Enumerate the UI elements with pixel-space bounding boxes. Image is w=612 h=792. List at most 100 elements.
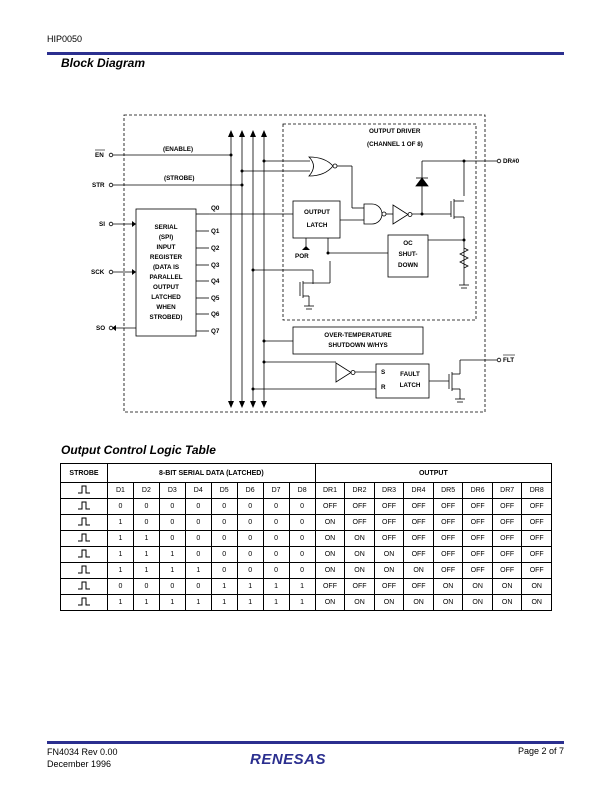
table-cell: OFF <box>491 514 523 531</box>
table-cell: 1 <box>132 594 160 611</box>
table-cell: OFF <box>403 578 434 595</box>
table-cell: OFF <box>432 498 464 515</box>
fault-latch-text: FAULT <box>400 371 420 378</box>
table-cell: 0 <box>210 530 238 547</box>
table-cell: OFF <box>432 514 464 531</box>
table-cell: 0 <box>132 498 160 515</box>
table-cell: 0 <box>184 546 212 563</box>
table-cell: 0 <box>262 546 290 563</box>
column-header: D5 <box>210 482 238 499</box>
table-cell: 0 <box>288 498 316 515</box>
column-header: DR8 <box>521 482 552 499</box>
table-cell: ON <box>373 594 405 611</box>
table-cell: 1 <box>158 562 186 579</box>
column-header: DR6 <box>462 482 493 499</box>
table-cell: ON <box>314 562 346 579</box>
table-cell: 0 <box>107 578 134 595</box>
q-label: Q0 <box>211 205 220 212</box>
table-cell: 0 <box>210 562 238 579</box>
column-header: D4 <box>184 482 212 499</box>
over-temp-text: OVER-TEMPERATURE <box>324 332 391 339</box>
table-cell: 0 <box>262 562 290 579</box>
table-cell: ON <box>491 578 523 595</box>
table-cell: 1 <box>210 594 238 611</box>
serial-register-text: PARALLEL <box>149 274 182 281</box>
serial-register-text: WHEN <box>156 304 176 311</box>
table-cell: OFF <box>373 578 405 595</box>
table-cell: OFF <box>462 498 493 515</box>
column-header: D3 <box>158 482 186 499</box>
table-cell: ON <box>344 546 375 563</box>
doc-date: December 1996 <box>47 759 112 769</box>
strobe-pulse-icon <box>60 514 108 531</box>
table-cell: OFF <box>491 530 523 547</box>
table-cell: OFF <box>314 498 346 515</box>
table-cell: 1 <box>107 562 134 579</box>
serial-register-text: OUTPUT <box>153 284 179 291</box>
doc-number: FN4034 Rev 0.00 <box>47 747 118 757</box>
table-cell: 1 <box>184 594 212 611</box>
table-cell: ON <box>314 546 346 563</box>
table-cell: 0 <box>158 530 186 547</box>
table-cell: 0 <box>132 578 160 595</box>
driver-buffer <box>392 204 409 225</box>
nand-gate <box>363 203 383 225</box>
oc-shutdown-text: OC <box>403 240 413 247</box>
table-cell: 0 <box>236 562 264 579</box>
strobe-signal-label: (STROBE) <box>164 175 194 182</box>
logic-table-title: Output Control Logic Table <box>61 443 216 457</box>
table-cell: 1 <box>107 514 134 531</box>
strobe-pulse-icon <box>60 530 108 547</box>
table-cell: 1 <box>132 562 160 579</box>
fault-latch-text: LATCH <box>400 382 421 389</box>
pin-si-label: SI <box>99 221 105 228</box>
table-cell: ON <box>462 594 493 611</box>
output-latch-text: OUTPUT <box>304 209 330 216</box>
table-cell: OFF <box>491 562 523 579</box>
serial-register-text: LATCHED <box>151 294 181 301</box>
table-cell: 0 <box>262 498 290 515</box>
table-cell: OFF <box>521 546 552 563</box>
table-cell: OFF <box>491 546 523 563</box>
table-cell: OFF <box>403 530 434 547</box>
q-label: Q4 <box>211 278 220 285</box>
table-cell: 0 <box>236 498 264 515</box>
table-cell: OFF <box>344 498 375 515</box>
table-cell: 0 <box>184 530 212 547</box>
over-temp-text: SHUTDOWN W/HYS <box>328 342 387 349</box>
table-cell: ON <box>432 578 464 595</box>
table-cell: 0 <box>262 514 290 531</box>
table-cell: ON <box>344 530 375 547</box>
por-label: POR <box>295 253 309 260</box>
table-cell: 1 <box>158 546 186 563</box>
column-header: D7 <box>262 482 290 499</box>
column-header: DR3 <box>373 482 405 499</box>
table-cell: OFF <box>373 498 405 515</box>
q-label: Q1 <box>211 228 220 235</box>
table-cell: ON <box>521 594 552 611</box>
table-cell: 0 <box>262 530 290 547</box>
table-cell: 1 <box>236 578 264 595</box>
output-driver-label: OUTPUT DRIVER <box>369 128 421 135</box>
pin-en-label: EN <box>95 152 104 159</box>
output-latch-block <box>292 200 341 239</box>
table-cell: 1 <box>288 578 316 595</box>
table-cell: ON <box>314 514 346 531</box>
strobe-pulse-icon <box>60 546 108 563</box>
table-cell: OFF <box>521 562 552 579</box>
renesas-logo: RENESAS <box>250 751 327 768</box>
table-cell: 1 <box>158 594 186 611</box>
serial-register-text: STROBED) <box>150 314 183 321</box>
pin-sck-label: SCK <box>91 269 105 276</box>
table-cell: OFF <box>521 514 552 531</box>
table-cell: OFF <box>403 498 434 515</box>
column-header: DR4 <box>403 482 434 499</box>
pin-dr-label: DR#0 <box>503 158 520 165</box>
block-diagram: EN STR SI SCK SO DR#0 FLT (ENABLE) (STRO… <box>91 114 520 413</box>
table-cell: ON <box>373 562 405 579</box>
output-driver-channel: (CHANNEL 1 OF 8) <box>367 141 423 148</box>
